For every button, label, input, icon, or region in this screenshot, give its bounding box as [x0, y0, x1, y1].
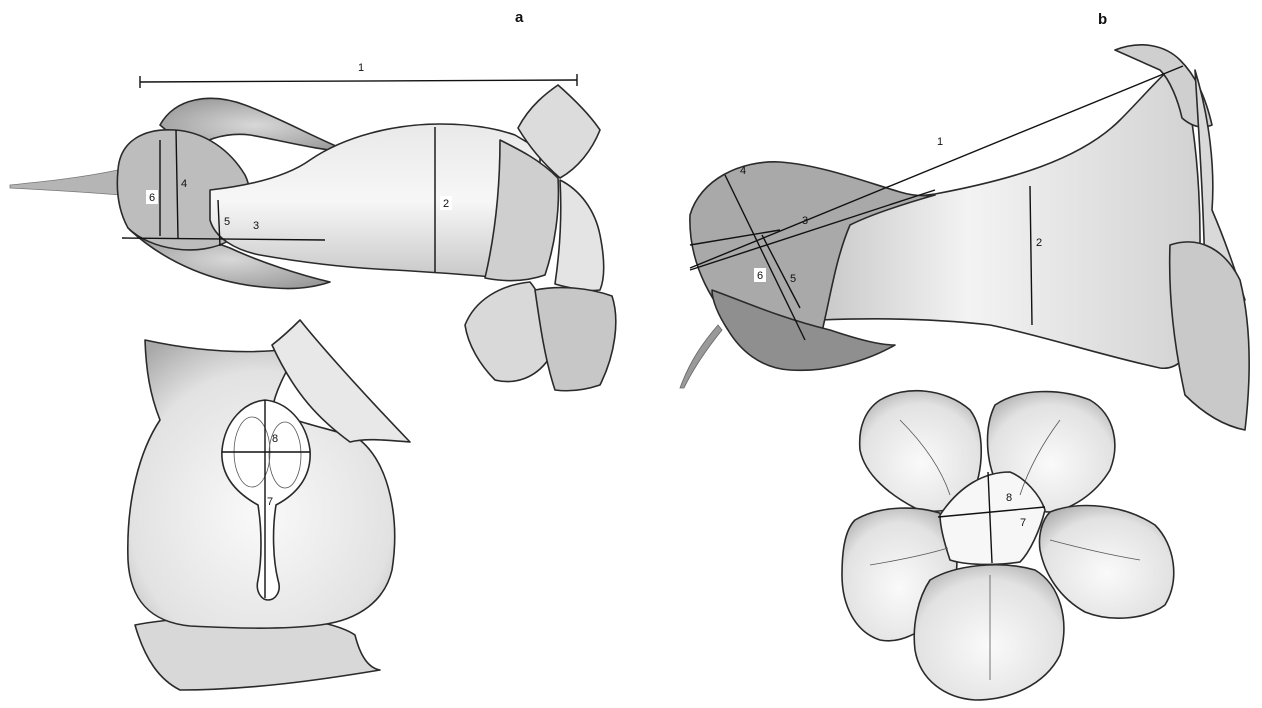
panel-a-label-7: 7 — [267, 496, 273, 508]
panel-a-pedicel — [10, 170, 120, 195]
panel-b-label-7: 7 — [1020, 517, 1026, 529]
panel-b-lobe-low — [1170, 242, 1249, 430]
panel-b-label-1: 1 — [937, 136, 943, 148]
panel-a-letter: a — [515, 9, 524, 26]
panel-a-label-6: 6 — [149, 192, 155, 204]
panel-b-lobe-bottom — [914, 565, 1064, 700]
panel-a-label-3: 3 — [253, 220, 259, 232]
panel-b-letter: b — [1098, 11, 1107, 28]
panel-b-pedicel — [680, 325, 722, 388]
panel-a-front-view: 8 7 — [128, 320, 410, 690]
panel-b-label-2: 2 — [1036, 237, 1042, 249]
panel-b: b 1 2 3 4 5 6 — [680, 11, 1249, 700]
panel-b-label-5: 5 — [790, 273, 796, 285]
panel-a-label-8: 8 — [272, 433, 278, 445]
panel-a-label-1: 1 — [358, 62, 364, 74]
panel-a-label-5: 5 — [224, 216, 230, 228]
panel-b-side-view: 1 2 3 4 5 6 — [680, 45, 1249, 430]
panel-b-label-3: 3 — [802, 215, 808, 227]
panel-a-lobe-right — [555, 180, 604, 291]
panel-a: a 1 — [10, 9, 616, 690]
panel-a-label-2: 2 — [443, 198, 449, 210]
panel-b-label-4: 4 — [740, 165, 746, 177]
panel-a-lobe-low2 — [535, 288, 616, 391]
panel-b-front-view: 8 7 — [842, 391, 1174, 700]
panel-b-label-8: 8 — [1006, 492, 1012, 504]
panel-a-line-1 — [140, 80, 577, 82]
panel-a-label-4: 4 — [181, 178, 187, 190]
panel-b-label-6: 6 — [757, 270, 763, 282]
